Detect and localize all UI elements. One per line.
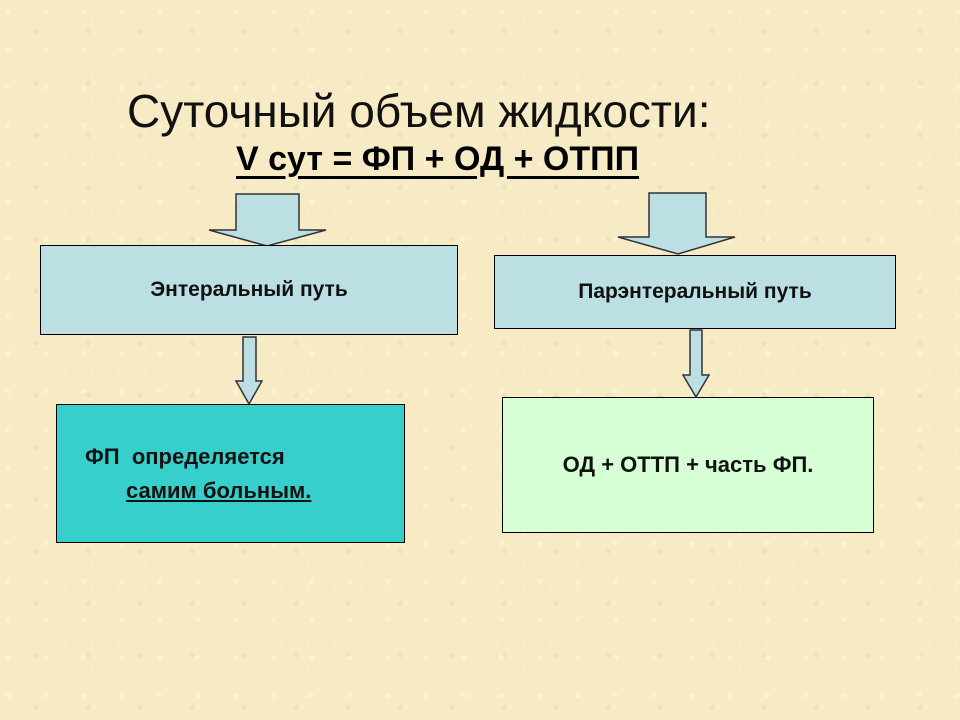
parenteral-path-label: Парэнтеральный путь [578,280,812,303]
formula: V сут = ФП + ОД + ОТПП [236,140,640,178]
arrow-down-to-fp [234,336,264,406]
arrow-down-to-enteral [208,193,327,247]
enteral-path-box: Энтеральный путь [40,245,458,335]
arrow-down-to-od [681,329,711,399]
fp-box: ФП определяется самим больным. [56,404,405,543]
od-box: ОД + ОТТП + часть ФП. [502,397,874,533]
fp-line-1: ФП определяется [85,443,285,469]
parenteral-path-box: Парэнтеральный путь [494,255,896,329]
fp-line-2: самим больным. [126,477,312,503]
enteral-path-label: Энтеральный путь [150,278,348,301]
arrow-down-to-parenteral [617,192,736,255]
slide-title: Суточный объем жидкости: [127,85,711,137]
od-label: ОД + ОТТП + часть ФП. [562,452,814,477]
